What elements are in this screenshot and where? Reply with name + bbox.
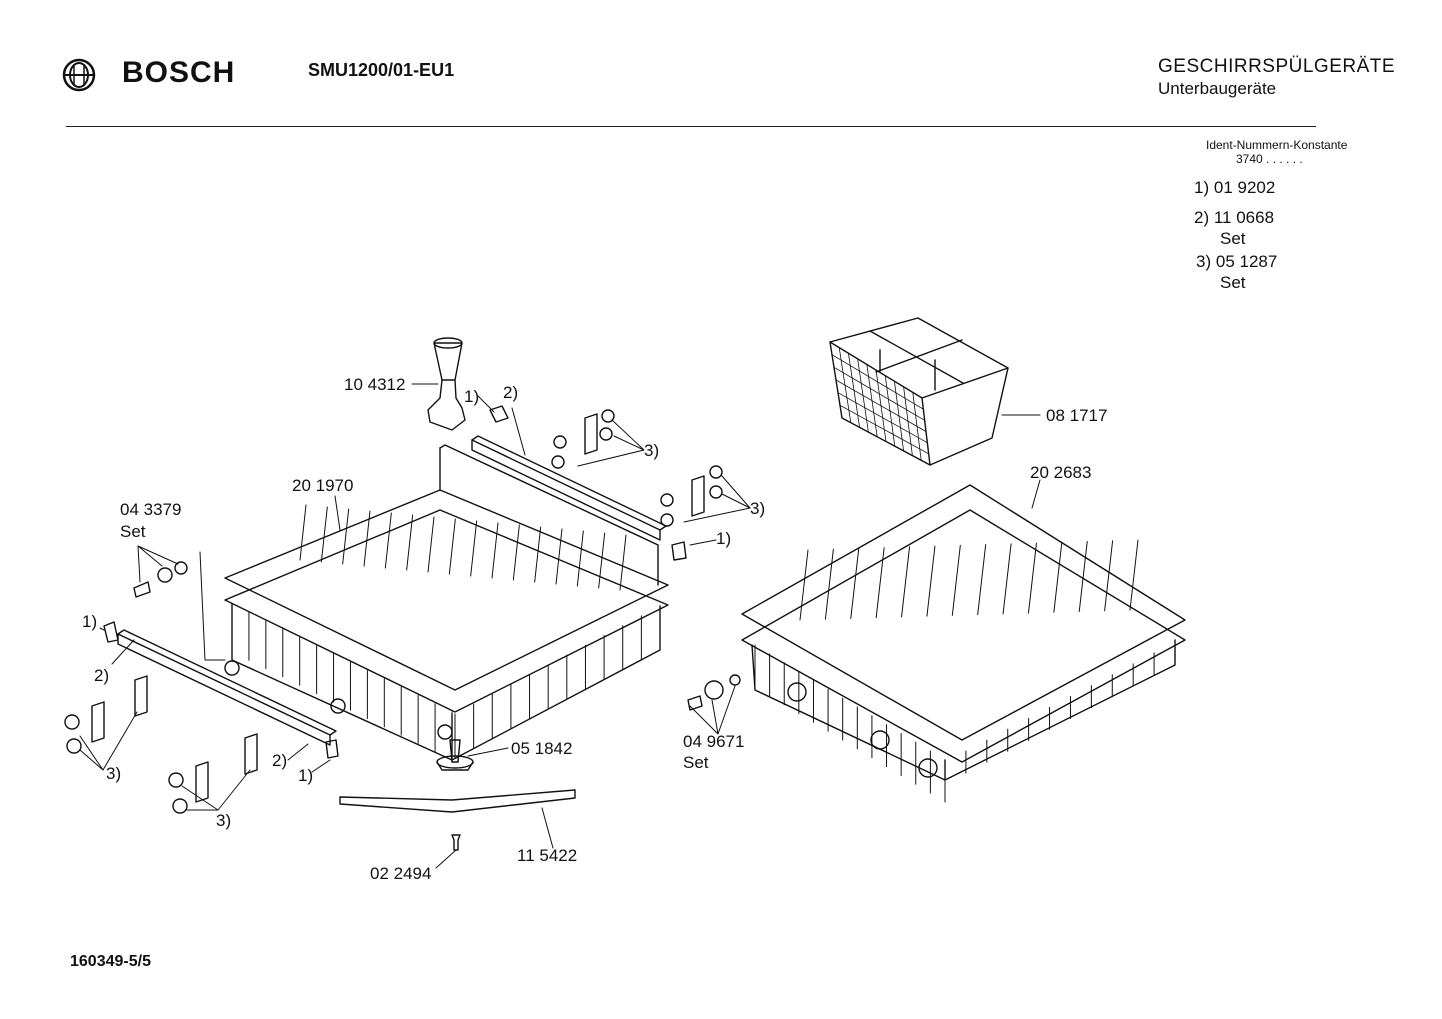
category-title: GESCHIRRSPÜLGERÄTE xyxy=(1158,56,1396,77)
label-202683: 20 2683 xyxy=(1030,463,1092,482)
stop-clip-1-bottom xyxy=(325,739,339,759)
wire xyxy=(555,528,563,585)
spray-hub-051842 xyxy=(436,739,474,771)
wire xyxy=(833,366,926,421)
wire xyxy=(1129,539,1139,611)
wire xyxy=(406,514,414,571)
rail-top xyxy=(471,435,667,541)
wire xyxy=(1002,543,1012,615)
wire xyxy=(320,506,328,563)
label-115422: 11 5422 xyxy=(517,846,578,865)
wire xyxy=(835,379,927,432)
label-201970: 20 1970 xyxy=(292,476,354,495)
wire xyxy=(837,392,928,444)
label-key-3-top: 3) xyxy=(644,441,660,460)
stop-clip-1-right xyxy=(671,541,687,561)
ident-item-1: 1) 01 9202 xyxy=(1194,178,1275,198)
ident-number: 05 1287 xyxy=(1215,252,1278,271)
label-049671: 04 9671 xyxy=(683,732,745,751)
ident-key: 3) xyxy=(1196,252,1212,271)
label-key-2-left: 2) xyxy=(94,666,110,685)
roller-set-3-bottom xyxy=(168,733,258,814)
stop-clip-1-left xyxy=(103,621,119,643)
label-key-1-bottom: 1) xyxy=(298,766,314,785)
wire xyxy=(619,534,627,591)
bosch-armature-icon xyxy=(62,58,96,92)
ident-set-2: Set xyxy=(1220,229,1246,248)
label-key-1-right: 1) xyxy=(716,529,732,548)
ident-constant: 3740 . . . . . . xyxy=(1236,152,1303,166)
label-081717: 08 1717 xyxy=(1046,406,1108,425)
wire xyxy=(448,518,456,575)
document-number: 160349-5/5 xyxy=(70,953,151,970)
label-049671-set: Set xyxy=(683,753,709,772)
wire xyxy=(576,530,584,587)
label-key-2-top: 2) xyxy=(503,383,519,402)
ident-number: 01 9202 xyxy=(1213,178,1276,197)
wire xyxy=(875,547,885,619)
upper-basket-202683 xyxy=(741,484,1186,803)
ident-set-3: Set xyxy=(1220,273,1246,292)
wire xyxy=(512,524,520,581)
wheel-set-043379 xyxy=(133,561,188,598)
spray-arm-115422 xyxy=(339,789,576,813)
label-key-2-bottom: 2) xyxy=(272,751,288,770)
label-022494: 02 2494 xyxy=(370,864,432,883)
wire xyxy=(977,544,987,616)
wire xyxy=(831,354,924,410)
cutlery-holder-104312 xyxy=(427,337,466,431)
wire xyxy=(534,526,542,583)
roller-set-3-right xyxy=(660,465,723,527)
roller-set-3-left xyxy=(64,675,148,754)
wire xyxy=(1078,541,1088,613)
wire xyxy=(491,522,499,579)
label-key-1-left: 1) xyxy=(82,612,98,631)
label-043379: 04 3379 xyxy=(120,500,182,519)
wire xyxy=(363,510,371,567)
wire xyxy=(799,549,809,621)
wire xyxy=(427,516,435,573)
wire xyxy=(299,504,307,561)
wire xyxy=(470,520,478,577)
wire xyxy=(1027,542,1037,614)
label-key-3-left: 3) xyxy=(106,764,122,783)
rail-bottom xyxy=(117,629,337,746)
label-043379-set: Set xyxy=(120,522,146,541)
wire xyxy=(384,512,392,569)
brand-name: BOSCH xyxy=(122,56,236,89)
wheel-set-049671 xyxy=(687,674,741,711)
label-key-3-bottom: 3) xyxy=(216,811,232,830)
wire xyxy=(850,547,860,619)
ident-item-3: 3) 05 1287 xyxy=(1196,252,1277,272)
ident-item-2: 2) 11 0668 xyxy=(1194,208,1274,228)
ident-key: 1) xyxy=(1194,178,1210,197)
ident-title: Ident-Nummern-Konstante xyxy=(1206,138,1348,152)
wire xyxy=(1104,540,1114,612)
header-rule xyxy=(66,126,1316,127)
screw-022494 xyxy=(451,834,461,851)
label-104312: 10 4312 xyxy=(344,375,406,394)
wire xyxy=(951,544,961,616)
stop-clip-1-top xyxy=(489,405,509,423)
wire xyxy=(1053,541,1063,613)
label-051842: 05 1842 xyxy=(511,739,573,758)
wire xyxy=(598,532,606,589)
wire xyxy=(901,546,911,618)
leader-lines xyxy=(79,383,1041,869)
model-number: SMU1200/01-EU1 xyxy=(308,60,455,80)
roller-set-3-top xyxy=(551,409,615,469)
wire xyxy=(824,548,834,620)
label-key-3-right: 3) xyxy=(750,499,766,518)
subcategory-title: Unterbaugeräte xyxy=(1158,79,1277,98)
cutlery-basket-081717 xyxy=(829,317,1009,466)
wire xyxy=(926,545,936,617)
ident-key: 2) xyxy=(1194,208,1210,227)
label-key-1-top: 1) xyxy=(464,387,480,406)
wire xyxy=(342,508,350,565)
lower-basket-201970 xyxy=(224,444,669,761)
wire xyxy=(839,404,930,455)
ident-number: 11 0668 xyxy=(1213,208,1275,227)
